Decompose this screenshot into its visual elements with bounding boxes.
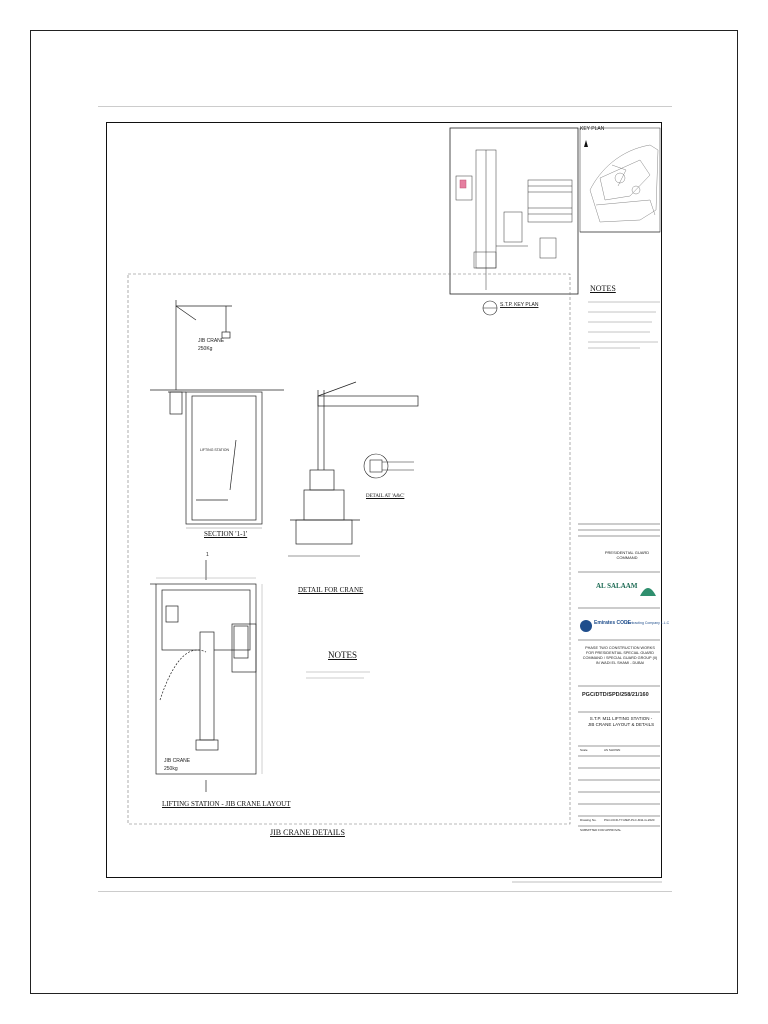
key-plan-notes-lines	[588, 301, 660, 349]
stp-key-plan-title: S.T.P. KEY PLAN	[500, 302, 539, 308]
key-plan-site-map	[589, 144, 659, 223]
stp-key-plan-drawing	[455, 149, 573, 290]
key-plan-title: KEY PLAN	[580, 126, 605, 132]
section-marker: 1	[206, 552, 209, 558]
detail-for-crane-drawing	[288, 381, 419, 557]
main-drawing-frame	[127, 273, 571, 825]
page-frame	[30, 30, 738, 994]
drawing-title: S.T.P. M11 LIFTING STATION - JIB CRANE L…	[587, 716, 655, 727]
section-1-1-drawing	[150, 300, 284, 525]
lifting-station-layout-drawing	[150, 560, 257, 792]
lifting-station-label: LIFTING STATION	[200, 448, 230, 452]
center-notes-title: NOTES	[328, 650, 357, 660]
layout-jib-crane-label: JIB CRANE	[164, 758, 191, 764]
key-plan-notes-title: NOTES	[590, 284, 616, 293]
detail-at-a-c-drawing	[363, 453, 414, 479]
jib-crane-label: JIB CRANE	[198, 338, 225, 344]
north-arrow-icon	[584, 140, 588, 147]
layout-jib-crane-load: 250kg	[164, 766, 178, 772]
scale-label: Scale	[580, 748, 588, 752]
project-description: PHASE TWO CONSTRUCTION WORKS FOR PRESIDE…	[582, 646, 658, 665]
drawing-number-label: Drawing No.	[580, 818, 597, 822]
drawing-number-main: PGC/DTD/SPD/258/21/160	[582, 692, 649, 698]
layout-title: LIFTING STATION - JIB CRANE LAYOUT	[162, 800, 291, 808]
drawing-border	[106, 122, 662, 878]
contractor-name: Emirates CODE	[594, 620, 631, 626]
drawing-sheet	[98, 106, 672, 892]
sheet-title: JIB CRANE DETAILS	[270, 828, 345, 837]
jib-crane-load: 250Kg	[198, 346, 213, 352]
detail-at-a-c-title: DETAIL AT 'A&C'	[366, 494, 405, 499]
center-notes-lines	[306, 671, 370, 679]
detail-for-crane-title: DETAIL FOR CRANE	[298, 586, 364, 594]
layout-dimension-lines	[156, 577, 263, 774]
drawing-number-value: PGC-DCD-T7-MEP-PLC-M11-G-2020	[604, 818, 655, 822]
submittal-label: SUBMITTED FOR APPROVAL	[580, 828, 622, 832]
consultant-name: AL SALAAM	[596, 582, 638, 590]
stp-key-plan-frame	[449, 127, 579, 295]
client-name: PRESIDENTIAL GUARD COMMAND	[604, 550, 650, 560]
emirates-code-logo-icon	[580, 620, 592, 632]
section-1-1-title: SECTION '1-1'	[204, 530, 248, 538]
key-plan-frame	[579, 127, 661, 233]
al-salaam-logo-icon	[640, 588, 656, 596]
title-block-rows	[578, 523, 660, 827]
contractor-suffix: Contracting Company L.L.C	[626, 621, 670, 625]
scale-value: AS SHOWN	[604, 748, 621, 752]
